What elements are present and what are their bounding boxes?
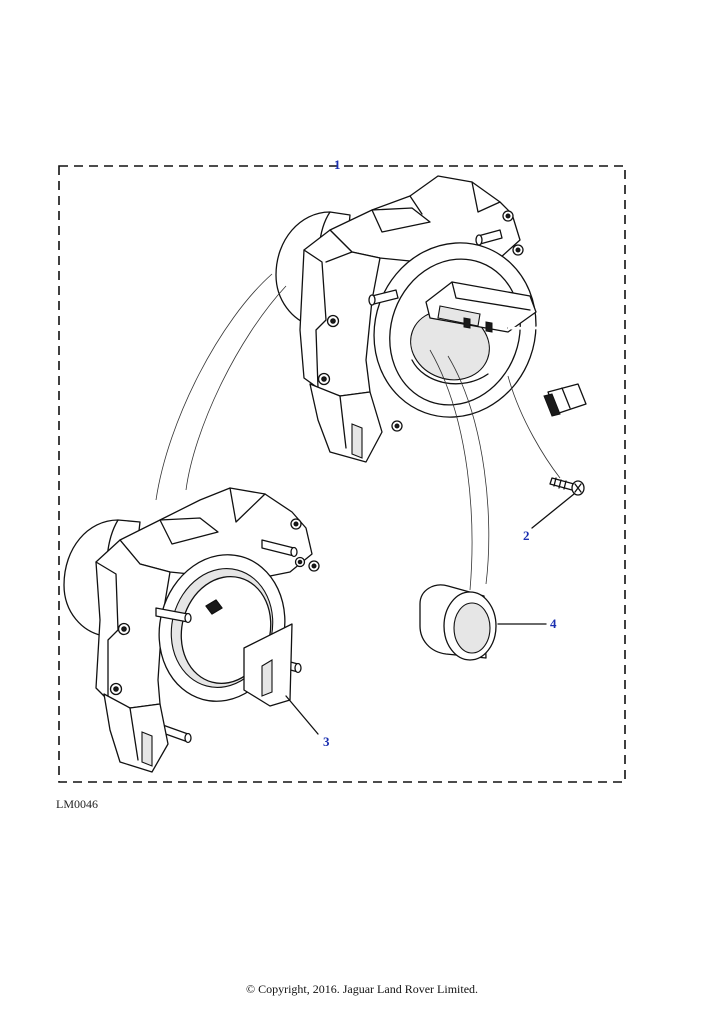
- callout-screw-number: 2: [523, 528, 530, 543]
- copyright-notice: © Copyright, 2016. Jaguar Land Rover Lim…: [245, 982, 479, 996]
- callout-bush-number: 4: [550, 616, 557, 631]
- bush-part: [419, 584, 497, 661]
- callout-kit-number: 1: [334, 157, 341, 172]
- screw-part: [549, 477, 585, 496]
- diagram-reference-code: LM0046: [56, 797, 98, 811]
- upper-switch-housing: [275, 175, 613, 463]
- kit-boundary-box: [58, 165, 626, 783]
- lower-switch-housing: [63, 487, 320, 773]
- leader-lines: [155, 273, 575, 735]
- callout-lower-housing-number: 3: [323, 734, 330, 749]
